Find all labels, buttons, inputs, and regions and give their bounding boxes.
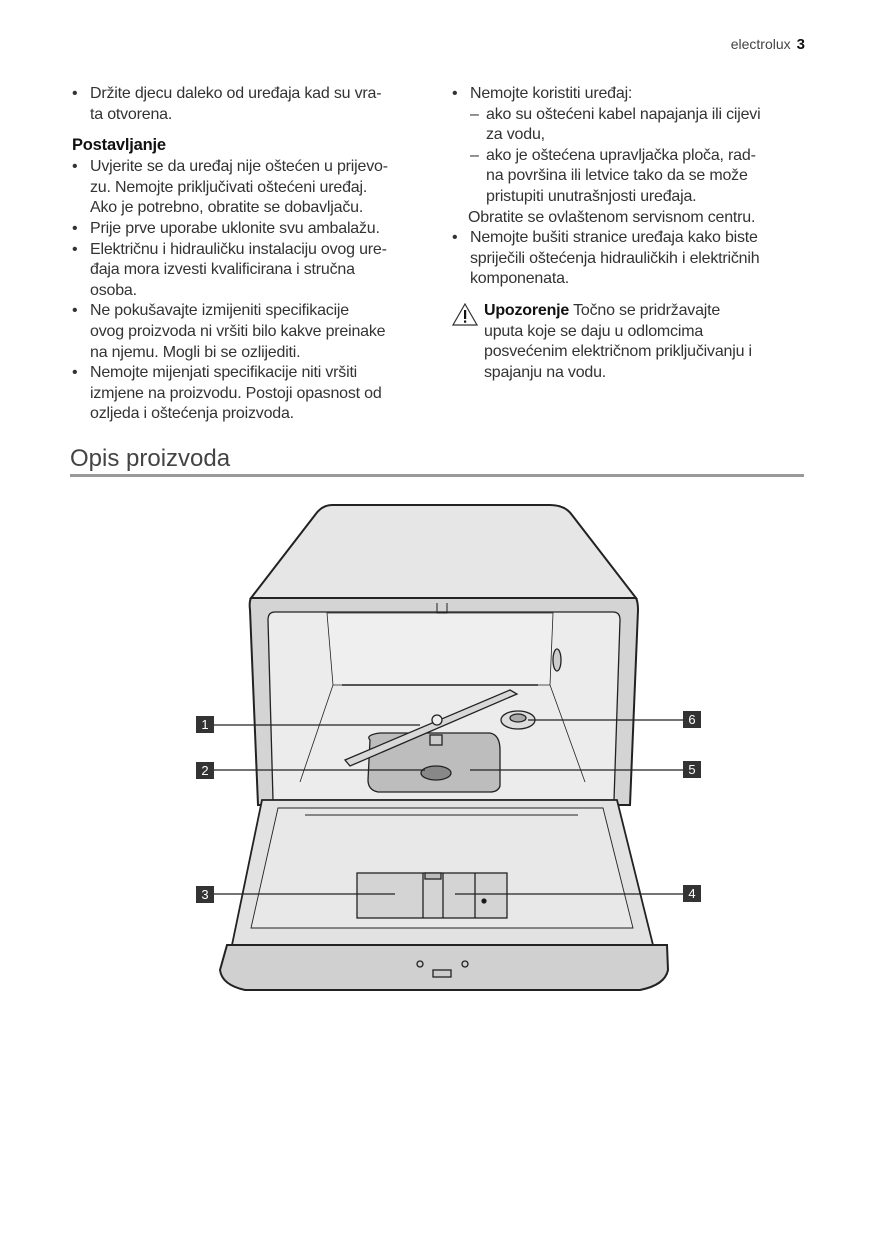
text-line: ako je oštećena upravljačka ploča, rad- [486, 146, 756, 164]
bullet: • [72, 85, 78, 102]
callout-6: 6 [683, 711, 701, 728]
back-wall [326, 612, 554, 686]
callout-4: 4 [683, 885, 701, 902]
page-header: electrolux 3 [731, 36, 805, 53]
dash: – [470, 105, 479, 123]
section-title: Opis proizvoda [70, 445, 231, 472]
text-line: Prije prve uporabe uklonite svu ambalažu… [90, 219, 380, 237]
bullet: • [72, 364, 78, 382]
warning-title: Upozorenje [484, 301, 570, 319]
sub-item: – ako je oštećena upravljačka ploča, rad… [452, 146, 812, 208]
callout-2: 2 [196, 762, 214, 779]
text-line: Nemojte bušiti stranice uređaja kako bis… [470, 229, 758, 247]
callout-3: 3 [196, 886, 214, 903]
text-line: Točno se pridržavajte [573, 301, 721, 319]
bullet: • [72, 240, 78, 258]
warning-block: Upozorenje Točno se pridržavajte uputa k… [452, 301, 812, 383]
bullet: • [72, 158, 78, 176]
text-line: spajanju na vodu. [484, 363, 607, 381]
text-line: osoba. [90, 281, 137, 299]
text-line: ovog proizvoda ni vršiti bilo kakve prei… [90, 322, 386, 340]
door-front-strip [218, 944, 670, 991]
note: Obratite se ovlaštenom servisnom centru. [452, 208, 812, 229]
list-item: • Nemojte mijenjati specifikacije niti v… [72, 363, 432, 425]
subheading: Postavljanje [72, 136, 166, 155]
text-line: Nemojte mijenjati specifikacije niti vrš… [90, 364, 358, 382]
text-line: za vodu, [486, 126, 545, 144]
callout-5: 5 [683, 761, 701, 778]
text-line: uputa koje se daju u odlomcima [484, 322, 704, 340]
list-item: • Uvjerite se da uređaj nije oštećen u p… [72, 157, 432, 219]
list-item: • Nemojte bušiti stranice uređaja kako b… [452, 228, 812, 290]
cabinet-top [248, 504, 639, 599]
callout-1: 1 [196, 716, 214, 733]
section-rule [70, 474, 804, 477]
warning-icon [452, 302, 478, 326]
page-number: 3 [796, 36, 805, 53]
text-line: pristupiti unutrašnjosti uređaja. [486, 187, 697, 205]
text-line: na površina ili letvice tako da se može [486, 167, 748, 185]
text-line: Držite djecu daleko od uređaja kad su vr… [90, 85, 382, 102]
callout-leaders [214, 719, 683, 895]
brand-name: electrolux [730, 36, 791, 52]
text-line: đaja mora izvesti kvalificirana i stručn… [90, 261, 355, 279]
text-line: zu. Nemojte priključivati oštećeni uređa… [90, 178, 368, 196]
left-column: • Držite djecu daleko od uređaja kad su … [72, 84, 432, 425]
text-line: komponenata. [470, 270, 570, 288]
list-item: • Električnu i hidrauličku instalaciju o… [72, 240, 432, 302]
text-line: Nemojte koristiti uređaj: [470, 85, 633, 102]
spray-arm [343, 689, 519, 767]
sub-item: – ako su oštećeni kabel napajanja ili ci… [452, 105, 812, 146]
hinge-clip [436, 603, 448, 614]
text-line: Uvjerite se da uređaj nije oštećen u pri… [90, 158, 388, 176]
bullet: • [452, 229, 458, 247]
text-line: ta otvorena. [90, 105, 173, 123]
list-item: • Nemojte koristiti uređaj: [452, 84, 812, 105]
text-line: ozljeda i oštećenja proizvoda. [90, 405, 294, 423]
text-line: Ako je potrebno, obratite se dobavljaču. [90, 199, 364, 217]
text-line: Obratite se ovlaštenom servisnom centru. [468, 208, 756, 226]
text-line: Električnu i hidrauličku instalaciju ovo… [90, 240, 387, 258]
list-item: • Prije prve uporabe uklonite svu ambala… [72, 219, 432, 240]
text-line: spriječili oštećenja hidrauličkih i elek… [470, 249, 760, 267]
bullet: • [72, 219, 78, 237]
text-line: na njemu. Mogli bi se ozlijediti. [90, 343, 301, 361]
text-line: izmjene na proizvodu. Postoji opasnost o… [90, 384, 382, 402]
list-item: • Držite djecu daleko od uređaja kad su … [72, 84, 432, 125]
detergent-dispenser [356, 872, 508, 919]
list-item: • Ne pokušavajte izmijeniti specifikacij… [72, 301, 432, 363]
side-vent [552, 648, 562, 672]
filter [367, 732, 501, 793]
text-line: ako su oštećeni kabel napajanja ili cije… [486, 105, 761, 123]
text-line: posvećenim električnom priključivanju i [484, 343, 752, 361]
right-column: • Nemojte koristiti uređaj: – ako su ošt… [452, 84, 812, 383]
text-line: Ne pokušavajte izmijeniti specifikacije [90, 302, 349, 320]
bullet: • [72, 302, 78, 320]
dash: – [470, 146, 479, 164]
bullet: • [452, 85, 458, 102]
